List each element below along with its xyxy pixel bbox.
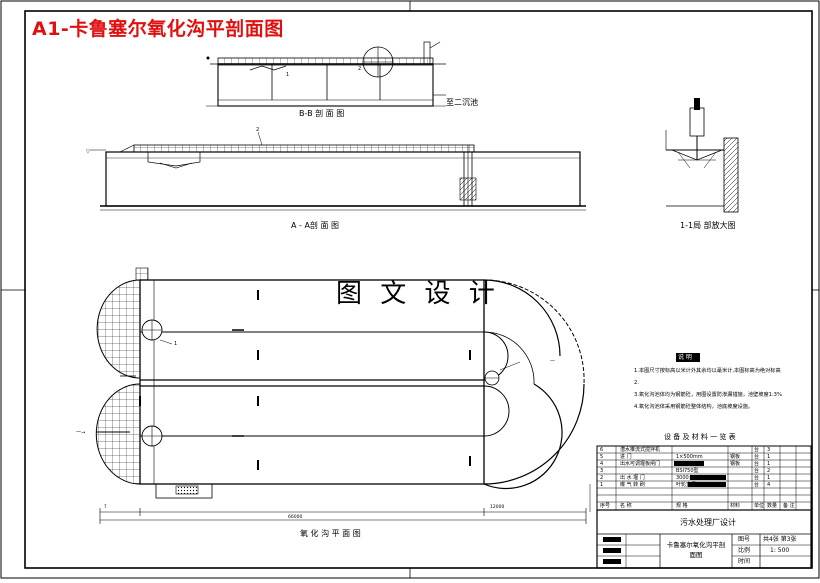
table-header-cell: 材料 <box>730 503 741 509</box>
table-cell: 台 <box>754 454 760 460</box>
table-cell: 3 <box>767 447 771 453</box>
svg-text:7: 7 <box>104 504 107 509</box>
table-cell: 钢板 <box>730 461 741 467</box>
aerator-3 <box>484 370 500 386</box>
svg-text:1: 1 <box>174 341 177 347</box>
table-header-cell: 序号 <box>600 503 611 509</box>
table-cell: 出水可调堰板闸门 <box>620 461 661 467</box>
table-cell: 5 <box>600 454 604 460</box>
table-cell: 潜水推流式搅拌机 <box>620 447 661 453</box>
note-line-2: 2. <box>634 380 639 386</box>
svg-text:—: — <box>550 358 555 364</box>
notes-heading-block <box>676 353 700 362</box>
table-cell: 进 门 <box>620 454 632 460</box>
table-cell: 2 <box>767 468 771 474</box>
table-header-cell: 备 注 <box>783 503 795 509</box>
field-label-2: 时间 <box>738 558 751 565</box>
drawing-title: A1-卡鲁塞尔氧化沟平剖面图 <box>32 18 284 40</box>
svg-text:12000: 12000 <box>490 504 504 510</box>
table-cell: 台 <box>754 468 760 474</box>
table-cell: 叶轮直径1000 <box>676 482 709 488</box>
equipment-table-grid <box>596 445 812 511</box>
table-header-cell: 数量 <box>767 503 778 509</box>
table-cell: BSI750型 <box>676 468 699 474</box>
section-aa-label: A - A剖 面 图 <box>291 221 340 230</box>
detail-11-drawing <box>665 98 739 213</box>
note-line-3: 3.氧化沟池体均为钢筋砼，用圈设置防渗漏措施，池壁坡度1:3% <box>634 392 782 398</box>
field-label-0: 图号 <box>738 536 751 543</box>
clarifier-label: 至二沉池 <box>446 98 478 107</box>
table-cell: 台 <box>754 475 760 481</box>
section-bb-drawing: 1 2 <box>206 41 446 107</box>
svg-text:1: 1 <box>286 72 289 78</box>
detail-11-label: 1-1局 部放大图 <box>680 221 736 230</box>
section-bb-label: B-B 剖 面 图 <box>299 109 345 118</box>
company-name: 污水处理厂设计 <box>680 518 736 527</box>
equipment-table-title: 设 备 及 材 料 一 览 表 <box>664 433 736 441</box>
table-cell: 1 <box>767 454 771 460</box>
table-header-cell: 规 格 <box>676 503 688 509</box>
table-cell: 出 水 堰 门 <box>620 475 645 481</box>
table-header-cell: 名 称 <box>620 503 632 509</box>
note-line-1: 1.本图尺寸按标高以米计外其余均以毫米计,本图标高为绝对标高 <box>634 368 781 374</box>
plan-view-label: 氧 化 沟 平 面 图 <box>300 529 361 538</box>
watermark-text: 图 文 设 计 <box>336 279 500 309</box>
field-value-0: 共4张 第3张 <box>763 536 797 543</box>
field-value-1: 1: 500 <box>770 547 790 554</box>
table-cell: 1 <box>600 482 604 488</box>
table-cell: 1 <box>767 475 771 481</box>
svg-text:2: 2 <box>358 66 361 72</box>
drawing-name: 卡鲁塞尔氧化沟平剖面图 <box>666 541 726 559</box>
section-aa-drawing: ▽ 2 <box>86 127 586 211</box>
svg-text:▽: ▽ <box>86 149 90 155</box>
svg-text:一→: 一→ <box>76 430 85 436</box>
svg-text:2: 2 <box>256 127 259 133</box>
table-cell: 2 <box>600 475 604 481</box>
table-cell: 台 <box>754 482 760 488</box>
notes-heading: 说 明 <box>678 354 692 361</box>
title-block-grid <box>596 509 812 569</box>
table-header-cell: 单位 <box>754 503 765 509</box>
table-cell: 6 <box>600 447 604 453</box>
table-cell: 4 <box>767 482 771 488</box>
table-cell: 钢板 <box>730 454 741 460</box>
field-label-1: 比例 <box>738 547 751 554</box>
table-cell: 1×500mm <box>676 454 703 460</box>
aerator-1 <box>141 319 163 341</box>
inner-border <box>24 10 813 569</box>
table-cell: 4 <box>600 461 604 467</box>
table-cell: 台 <box>754 447 760 453</box>
note-line-4: 4.氧化沟池体采用钢筋砼整体结构，池底坡度设施。 <box>634 404 754 410</box>
table-cell: 3000×450 <box>676 475 703 481</box>
table-cell: 台 <box>754 461 760 467</box>
table-cell: 3 <box>600 468 604 474</box>
table-cell: 曝 气 转 刷 <box>620 482 645 488</box>
plan-drawing: 一→ 66000 12000 7 1 — <box>76 267 591 524</box>
svg-text:66000: 66000 <box>288 514 302 520</box>
table-cell: 1 <box>767 461 771 467</box>
aerator-2 <box>141 425 163 447</box>
